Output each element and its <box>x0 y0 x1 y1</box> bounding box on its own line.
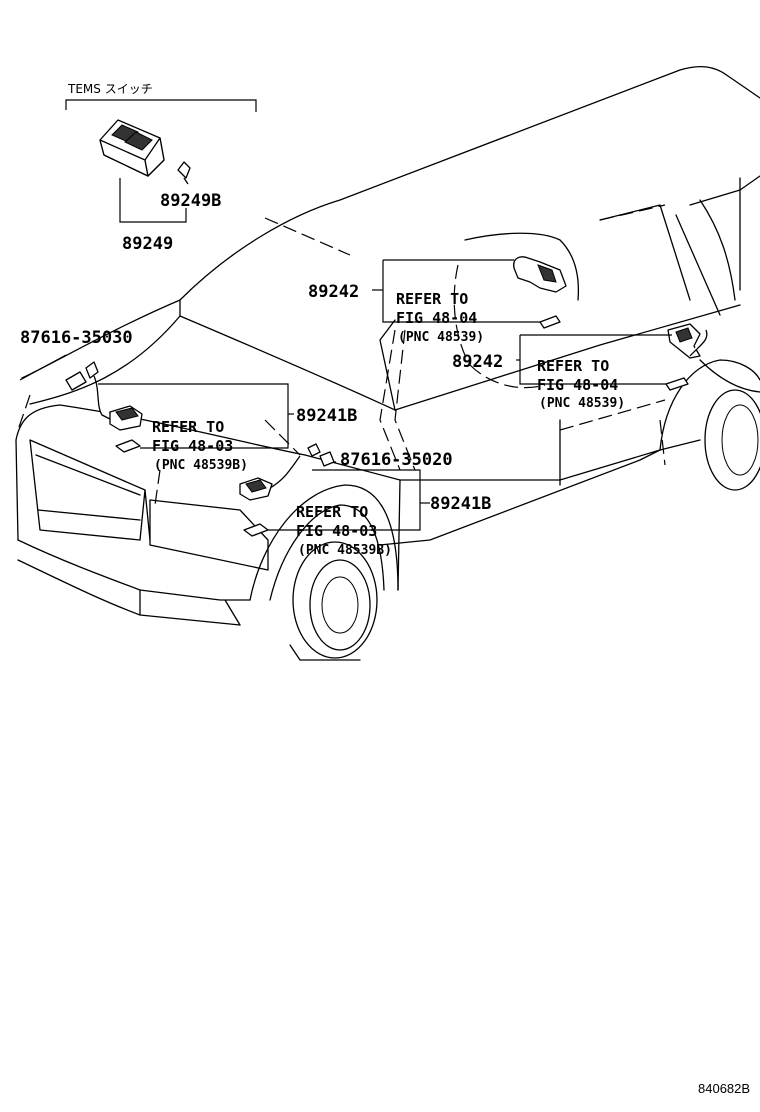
refer-front-upper-line1: REFER TO <box>152 418 224 436</box>
refer-rear-lower-line3: (PNC 48539) <box>539 396 625 411</box>
refer-rear-upper-line1: REFER TO <box>396 290 468 308</box>
front-height-sensor-lower: 87616-35020 89241B REFER TO FIG 48-03 (P… <box>239 443 491 558</box>
hidden-lines <box>17 204 666 506</box>
label-89241b-lower: 89241B <box>430 494 491 514</box>
refer-front-lower-line1: REFER TO <box>296 503 368 521</box>
label-89241b-upper: 89241B <box>296 406 357 426</box>
vehicle-outline <box>15 65 760 661</box>
refer-rear-lower-line2: FIG 48-04 <box>537 376 618 394</box>
label-89249b: 89249B <box>160 191 221 211</box>
label-87616-35030: 87616-35030 <box>20 328 133 348</box>
label-89242-lower: 89242 <box>452 352 503 372</box>
tems-switch-group: TEMS スイッチ 89249B 89249 <box>65 82 257 254</box>
refer-rear-lower-line1: REFER TO <box>537 357 609 375</box>
label-87616-35020: 87616-35020 <box>340 450 453 470</box>
screw-part <box>177 161 191 185</box>
refer-front-upper-line2: FIG 48-03 <box>152 437 233 455</box>
tems-switch-part <box>99 119 165 177</box>
rear-height-sensor-lower: 89242 REFER TO FIG 48-04 (PNC 48539) <box>452 323 708 411</box>
front-height-sensor-upper: 87616-35030 89241B REFER TO FIG 48-03 (P… <box>19 328 357 473</box>
tems-switch-label: TEMS スイッチ <box>67 82 153 96</box>
refer-rear-upper-line2: FIG 48-04 <box>396 309 477 327</box>
illustration-code: 840682B <box>698 1081 750 1096</box>
label-89249: 89249 <box>122 234 173 254</box>
refer-front-lower-line2: FIG 48-03 <box>296 522 377 540</box>
rear-height-sensor-upper: 89242 REFER TO FIG 48-04 (PNC 48539) <box>308 256 567 345</box>
label-89242-upper: 89242 <box>308 282 359 302</box>
refer-rear-upper-line3: (PNC 48539) <box>398 330 484 345</box>
refer-front-lower-line3: (PNC 48539B) <box>298 543 392 558</box>
refer-front-upper-line3: (PNC 48539B) <box>154 458 248 473</box>
